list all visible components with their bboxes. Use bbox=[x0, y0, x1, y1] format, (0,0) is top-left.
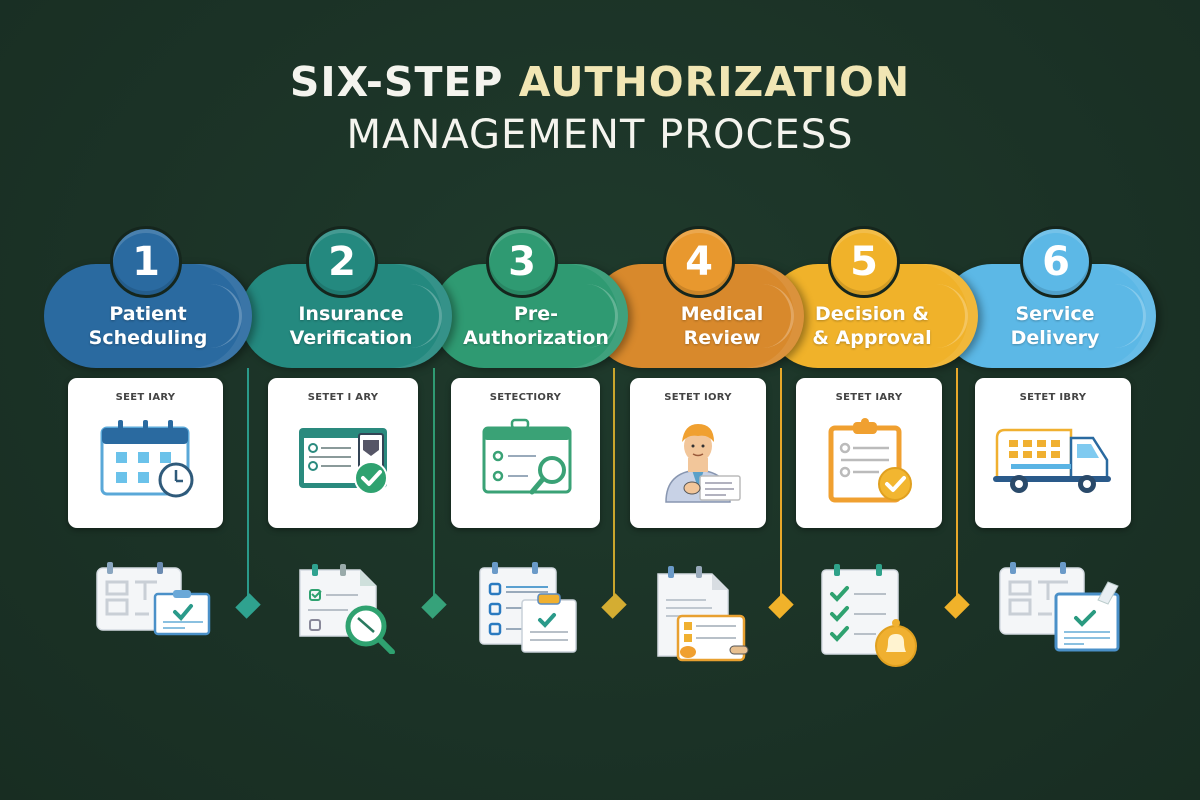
connector-line-1 bbox=[247, 368, 249, 604]
step-3-label-line1: Pre- bbox=[513, 303, 559, 325]
title-line-1: SIX-STEP AUTHORIZATION bbox=[0, 58, 1200, 106]
title-part-1: SIX-STEP bbox=[289, 58, 519, 106]
step-5-label-line2: & Approval bbox=[812, 327, 932, 349]
step-4-label-line1: Medical bbox=[680, 303, 764, 325]
step-4-card: SETET IORY bbox=[630, 378, 766, 528]
page-title: SIX-STEP AUTHORIZATION MANAGEMENT PROCES… bbox=[0, 58, 1200, 160]
step-6-label-line2: Delivery bbox=[1010, 327, 1100, 349]
form-magnifier-icon bbox=[482, 418, 571, 495]
step-1-card-title: SEET IARY bbox=[115, 392, 176, 403]
step-4-label-line2: Review bbox=[683, 327, 761, 349]
connector-diamond-3 bbox=[601, 593, 627, 619]
step-6-number: 6 bbox=[1020, 226, 1092, 298]
connector-line-4 bbox=[780, 368, 782, 604]
step-1-number: 1 bbox=[110, 226, 182, 298]
step-2-label-line2: Verification bbox=[289, 327, 413, 349]
connector-line-3 bbox=[613, 368, 615, 604]
step-1-label-line2: Scheduling bbox=[88, 327, 208, 349]
connector-diamond-1 bbox=[235, 593, 261, 619]
step-3-card-title: SETECTIORY bbox=[489, 392, 562, 403]
step-3-label-line2: Authorization bbox=[463, 327, 609, 349]
step-5-label-line1: Decision & bbox=[814, 303, 930, 325]
calendar-clipboard-check-icon bbox=[96, 562, 211, 636]
title-highlight: AUTHORIZATION bbox=[518, 58, 911, 106]
step-5-label: Decision && Approval bbox=[766, 302, 978, 350]
connector-line-5 bbox=[956, 368, 958, 604]
calendar-clock-icon bbox=[100, 420, 193, 498]
step-5-card-title: SETET IARY bbox=[835, 392, 903, 403]
step-3-label: Pre-Authorization bbox=[432, 302, 628, 350]
doctor-icon bbox=[665, 424, 741, 503]
step-2-card-title: SETET I ARY bbox=[307, 392, 379, 403]
step-3-number: 3 bbox=[486, 226, 558, 298]
step-5-card: SETET IARY bbox=[796, 378, 942, 528]
step-3-card: SETECTIORY bbox=[451, 378, 600, 528]
connector-diamond-4 bbox=[768, 593, 794, 619]
step-4-card-title: SETET IORY bbox=[664, 392, 732, 403]
checklist-clipboard-icon bbox=[479, 562, 577, 653]
step-6-card-title: SETET IBRY bbox=[1019, 392, 1087, 403]
connector-diamond-2 bbox=[421, 593, 447, 619]
clipboard-approval-icon bbox=[828, 418, 912, 503]
connector-diamond-5 bbox=[944, 593, 970, 619]
delivery-truck-icon bbox=[993, 428, 1111, 493]
step-2-label-line1: Insurance bbox=[298, 303, 404, 325]
step-4-number: 4 bbox=[663, 226, 735, 298]
step-1-card: SEET IARY bbox=[68, 378, 223, 528]
step-6-label-line1: Service bbox=[1015, 303, 1095, 325]
step-2-number: 2 bbox=[306, 226, 378, 298]
step-1-label-line1: Patient bbox=[109, 303, 187, 325]
checklist-bell-icon bbox=[821, 564, 917, 667]
insurance-card-check-icon bbox=[299, 428, 388, 495]
medical-documents-icon bbox=[657, 566, 749, 662]
calendar-confirmation-icon bbox=[999, 562, 1120, 652]
checklist-magnifier-icon bbox=[299, 564, 395, 654]
step-5-number: 5 bbox=[828, 226, 900, 298]
step-2-card: SETET I ARY bbox=[268, 378, 418, 528]
connector-line-2 bbox=[433, 368, 435, 604]
title-line-2: MANAGEMENT PROCESS bbox=[346, 112, 854, 158]
step-6-card: SETET IBRY bbox=[975, 378, 1131, 528]
